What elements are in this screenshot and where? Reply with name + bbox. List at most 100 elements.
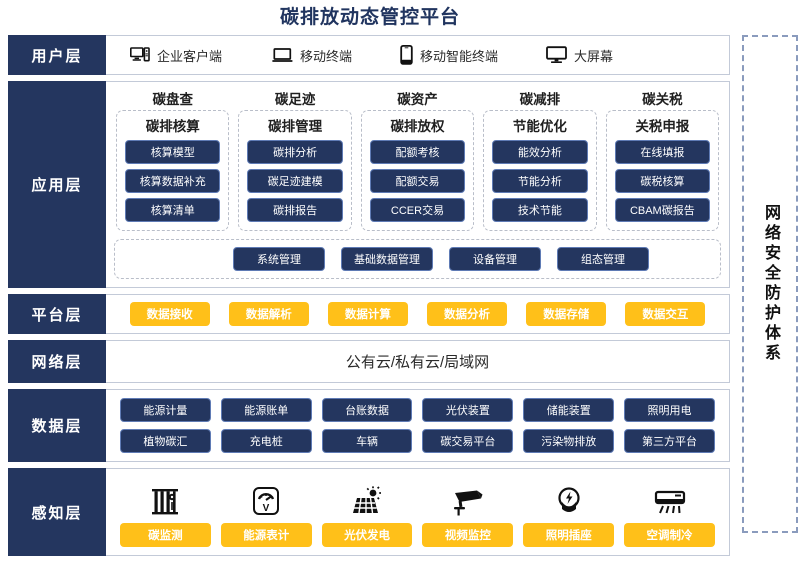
platform-item-data-exchange[interactable]: 数据交互: [625, 302, 706, 326]
layer-body-data: 能源计量 能源账单 台账数据 光伏装置 储能装置 照明用电 植物碳汇 充电桩 车…: [106, 390, 729, 461]
data-item-vehicle[interactable]: 车辆: [321, 429, 413, 453]
app-column-title: 碳关税: [642, 92, 683, 107]
management-button-device[interactable]: 设备管理: [449, 247, 541, 271]
app-column-carbon-asset: 碳资产 碳排放权 配额考核 配额交易 CCER交易: [360, 88, 475, 231]
app-item-button[interactable]: 碳排报告: [247, 198, 343, 222]
sensing-label-pv-generation[interactable]: 光伏发电: [321, 523, 413, 547]
layer-body-platform: 数据接收 数据解析 数据计算 数据分析 数据存储 数据交互: [106, 295, 729, 333]
user-item-mobile-terminal[interactable]: 移动终端: [272, 46, 352, 65]
sensing-label-video-surveillance[interactable]: 视频监控: [422, 523, 514, 547]
app-item-button[interactable]: CBAM碳报告: [614, 198, 711, 222]
data-item-plant-carbon-sink[interactable]: 植物碳汇: [120, 429, 211, 453]
app-item-button[interactable]: 能效分析: [492, 140, 588, 164]
data-item-third-party-platform[interactable]: 第三方平台: [624, 429, 715, 453]
sensing-label-energy-meter[interactable]: 能源表计: [220, 523, 312, 547]
data-item-pv-device[interactable]: 光伏装置: [422, 398, 514, 422]
layer-body-network: 公有云/私有云/局域网: [106, 341, 729, 382]
application-management-row: 系统管理 基础数据管理 设备管理 组态管理: [114, 239, 721, 279]
app-group: 节能优化 能效分析 节能分析 技术节能: [483, 110, 597, 231]
svg-text:V: V: [263, 503, 270, 514]
layer-network: 网络层 公有云/私有云/局域网: [8, 340, 730, 383]
user-terminal-row: 企业客户端 移动终端: [106, 36, 729, 74]
layer-application: 应用层 碳盘查 碳排核算 核算模型 核算数据补充 核算清单 碳足迹: [8, 81, 730, 288]
data-item-grid: 能源计量 能源账单 台账数据 光伏装置 储能装置 照明用电 植物碳汇 充电桩 车…: [106, 390, 729, 461]
platform-item-row: 数据接收 数据解析 数据计算 数据分析 数据存储 数据交互: [106, 295, 729, 333]
app-group: 碳排核算 核算模型 核算数据补充 核算清单: [116, 110, 230, 231]
user-item-big-screen[interactable]: 大屏幕: [546, 46, 613, 65]
app-column-carbon-inventory: 碳盘查 碳排核算 核算模型 核算数据补充 核算清单: [116, 88, 230, 231]
smartphone-icon: [400, 45, 413, 65]
layer-label-network: 网络层: [8, 340, 106, 383]
app-group: 关税申报 在线填报 碳税核算 CBAM碳报告: [605, 110, 720, 231]
data-item-charging-pile[interactable]: 充电桩: [220, 429, 312, 453]
layer-data: 数据层 能源计量 能源账单 台账数据 光伏装置 储能装置 照明用电 植物碳汇 充…: [8, 389, 730, 462]
app-item-button[interactable]: 碳税核算: [614, 169, 711, 193]
data-item-energy-metering[interactable]: 能源计量: [120, 398, 211, 422]
app-group-title: 节能优化: [512, 119, 567, 134]
app-item-button[interactable]: 碳排分析: [247, 140, 343, 164]
sensing-label-carbon-monitor[interactable]: 碳监测: [120, 523, 211, 547]
data-item-carbon-trading-platform[interactable]: 碳交易平台: [422, 429, 514, 453]
light-bulb-icon: [556, 485, 582, 517]
sensing-icon-cell: V: [221, 485, 312, 517]
app-item-button[interactable]: 核算数据补充: [125, 169, 221, 193]
app-group: 碳排管理 碳排分析 碳足迹建模 碳排报告: [238, 110, 352, 231]
management-button-configuration[interactable]: 组态管理: [557, 247, 649, 271]
management-button-basic-data[interactable]: 基础数据管理: [341, 247, 433, 271]
management-button-system[interactable]: 系统管理: [233, 247, 325, 271]
platform-item-data-parse[interactable]: 数据解析: [228, 302, 309, 326]
data-row: 能源计量 能源账单 台账数据 光伏装置 储能装置 照明用电: [120, 398, 715, 422]
laptop-icon: [272, 47, 293, 64]
sensing-icon-cell: [322, 485, 413, 517]
app-item-button[interactable]: 在线填报: [614, 140, 711, 164]
app-group-title: 关税申报: [635, 119, 690, 134]
data-item-pollutant-emission[interactable]: 污染物排放: [523, 429, 615, 453]
page-title: 碳排放动态管控平台: [279, 7, 460, 28]
app-column-title: 碳盘查: [152, 92, 193, 107]
app-item-button[interactable]: 核算模型: [125, 140, 221, 164]
sensing-label-row: 碳监测 能源表计 光伏发电 视频监控 照明插座 空调制冷: [120, 523, 715, 547]
sensing-content: V: [106, 469, 729, 555]
app-group: 碳排放权 配额考核 配额交易 CCER交易: [360, 110, 475, 231]
platform-item-data-storage[interactable]: 数据存储: [526, 302, 607, 326]
app-column-title: 碳减排: [519, 92, 561, 107]
user-item-label: 移动智能终端: [420, 48, 499, 64]
app-column-carbon-reduction: 碳减排 节能优化 能效分析 节能分析 技术节能: [483, 88, 597, 231]
app-item-button[interactable]: 节能分析: [492, 169, 588, 193]
app-column-title: 碳资产: [397, 92, 438, 107]
security-sidebar: 网络安全防护体系: [742, 35, 798, 533]
app-group-title: 碳排放权: [390, 119, 445, 134]
app-item-button[interactable]: 技术节能: [492, 198, 588, 222]
diagram-root: 碳排放动态管控平台 用户层: [8, 7, 798, 556]
data-item-energy-bill[interactable]: 能源账单: [220, 398, 312, 422]
user-item-label: 大屏幕: [574, 48, 614, 64]
platform-item-data-compute[interactable]: 数据计算: [327, 302, 408, 326]
layer-label-application: 应用层: [8, 81, 106, 288]
app-item-button[interactable]: 碳足迹建模: [247, 169, 343, 193]
layer-user: 用户层: [8, 35, 730, 75]
platform-item-data-receive[interactable]: 数据接收: [129, 302, 210, 326]
app-item-button[interactable]: CCER交易: [369, 198, 466, 222]
data-row: 植物碳汇 充电桩 车辆 碳交易平台 污染物排放 第三方平台: [120, 429, 715, 453]
app-item-button[interactable]: 配额交易: [369, 169, 466, 193]
user-item-enterprise-client[interactable]: 企业客户端: [130, 46, 222, 65]
sensing-label-ac-cooling[interactable]: 空调制冷: [624, 523, 715, 547]
cctv-camera-icon: [451, 487, 485, 517]
app-item-button[interactable]: 配额考核: [369, 140, 466, 164]
sensing-icon-cell: [624, 489, 715, 517]
data-item-lighting-power[interactable]: 照明用电: [624, 398, 715, 422]
platform-item-data-analysis[interactable]: 数据分析: [427, 302, 508, 326]
desktop-tower-icon: [130, 46, 150, 64]
app-group-title: 碳排核算: [145, 119, 200, 134]
layer-stack: 用户层: [8, 35, 730, 562]
layer-label-sensing: 感知层: [8, 468, 106, 556]
data-item-ledger-data[interactable]: 台账数据: [321, 398, 413, 422]
user-item-smart-mobile-terminal[interactable]: 移动智能终端: [400, 45, 498, 65]
layer-label-data: 数据层: [8, 389, 106, 462]
energy-meter-icon: V: [251, 485, 281, 517]
app-item-button[interactable]: 核算清单: [125, 198, 221, 222]
data-item-storage-device[interactable]: 储能装置: [523, 398, 615, 422]
app-group-title: 碳排管理: [268, 119, 323, 134]
sensing-label-lighting-socket[interactable]: 照明插座: [523, 523, 615, 547]
app-column-title: 碳足迹: [274, 92, 316, 107]
